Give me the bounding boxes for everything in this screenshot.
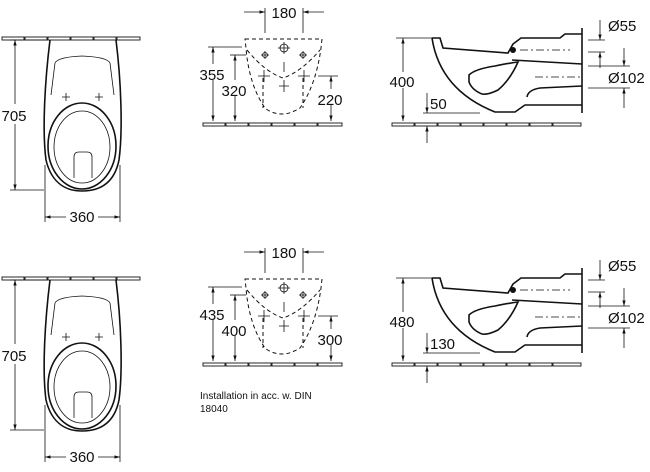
seat-ring xyxy=(47,102,117,190)
wall-plate xyxy=(1,276,141,281)
outlet-diameter-label: Ø102 xyxy=(608,70,645,87)
installation-note-standard: 18040 xyxy=(200,404,228,415)
seat-ring xyxy=(47,342,117,430)
bowl-outline xyxy=(43,39,122,192)
lid-outline xyxy=(50,55,115,96)
wall-plate xyxy=(1,36,141,41)
rear-view: 180 355 320 220 xyxy=(199,5,343,127)
rear-view: 180 435 400 300 xyxy=(199,245,343,367)
fixing-points xyxy=(258,42,310,92)
outlet-diameter-label: Ø102 xyxy=(608,310,645,327)
floor-gap-label: 130 xyxy=(430,336,455,353)
row-raised-height: 705 360 xyxy=(1,245,644,466)
lid-outline xyxy=(50,295,115,336)
spacing-label: 180 xyxy=(271,245,296,262)
dim-b-label: 400 xyxy=(221,323,246,340)
drain-opening xyxy=(73,151,93,178)
drain-opening xyxy=(73,391,93,418)
height-dimension xyxy=(10,39,48,191)
floor-plate xyxy=(202,362,343,367)
front-height-label: 705 xyxy=(1,108,26,125)
floor-plate xyxy=(391,362,582,367)
height-dimension xyxy=(10,279,48,431)
spacing-dimension xyxy=(244,248,324,273)
width-dimension xyxy=(44,165,121,222)
inlet-fitting xyxy=(510,47,516,53)
floor-gap-label: 50 xyxy=(430,96,447,113)
inlet-diameter-label: Ø55 xyxy=(608,258,636,275)
installation-note: Installation in acc. w. DIN xyxy=(200,391,312,402)
side-height-label: 400 xyxy=(389,74,414,91)
front-height-label: 705 xyxy=(1,348,26,365)
width-dimension xyxy=(44,405,121,462)
dim-c-label: 220 xyxy=(317,92,342,109)
spacing-label: 180 xyxy=(271,5,296,22)
trap-shape xyxy=(468,61,520,95)
fixing-cross-icon xyxy=(62,93,103,101)
front-width-label: 360 xyxy=(69,209,94,226)
inlet-fitting xyxy=(510,287,516,293)
bowl-hidden-outline xyxy=(244,38,323,115)
dim-a-label: 355 xyxy=(199,67,224,84)
floor-plate xyxy=(202,122,343,127)
dim-c-label: 300 xyxy=(317,332,342,349)
bowl-hidden-outline xyxy=(244,278,323,355)
bowl-outline xyxy=(43,279,122,432)
trap-shape xyxy=(468,301,520,335)
dim-a-label: 435 xyxy=(199,307,224,324)
row-standard-height: 705 360 xyxy=(1,5,644,226)
side-height-label: 480 xyxy=(389,314,414,331)
fixing-points xyxy=(258,282,310,332)
spacing-dimension xyxy=(244,8,324,33)
front-view: 705 360 xyxy=(1,36,141,226)
front-width-label: 360 xyxy=(69,449,94,466)
floor-plate xyxy=(391,122,582,127)
dim-b-label: 320 xyxy=(221,83,246,100)
side-view: 480 130 Ø55 Ø102 xyxy=(389,258,645,383)
bowl-profile xyxy=(431,273,583,353)
fixing-cross-icon xyxy=(62,333,103,341)
side-view: 400 50 Ø55 Ø102 xyxy=(389,18,645,143)
bowl-profile xyxy=(431,33,583,113)
inlet-diameter-label: Ø55 xyxy=(608,18,636,35)
front-view: 705 360 xyxy=(1,276,141,466)
